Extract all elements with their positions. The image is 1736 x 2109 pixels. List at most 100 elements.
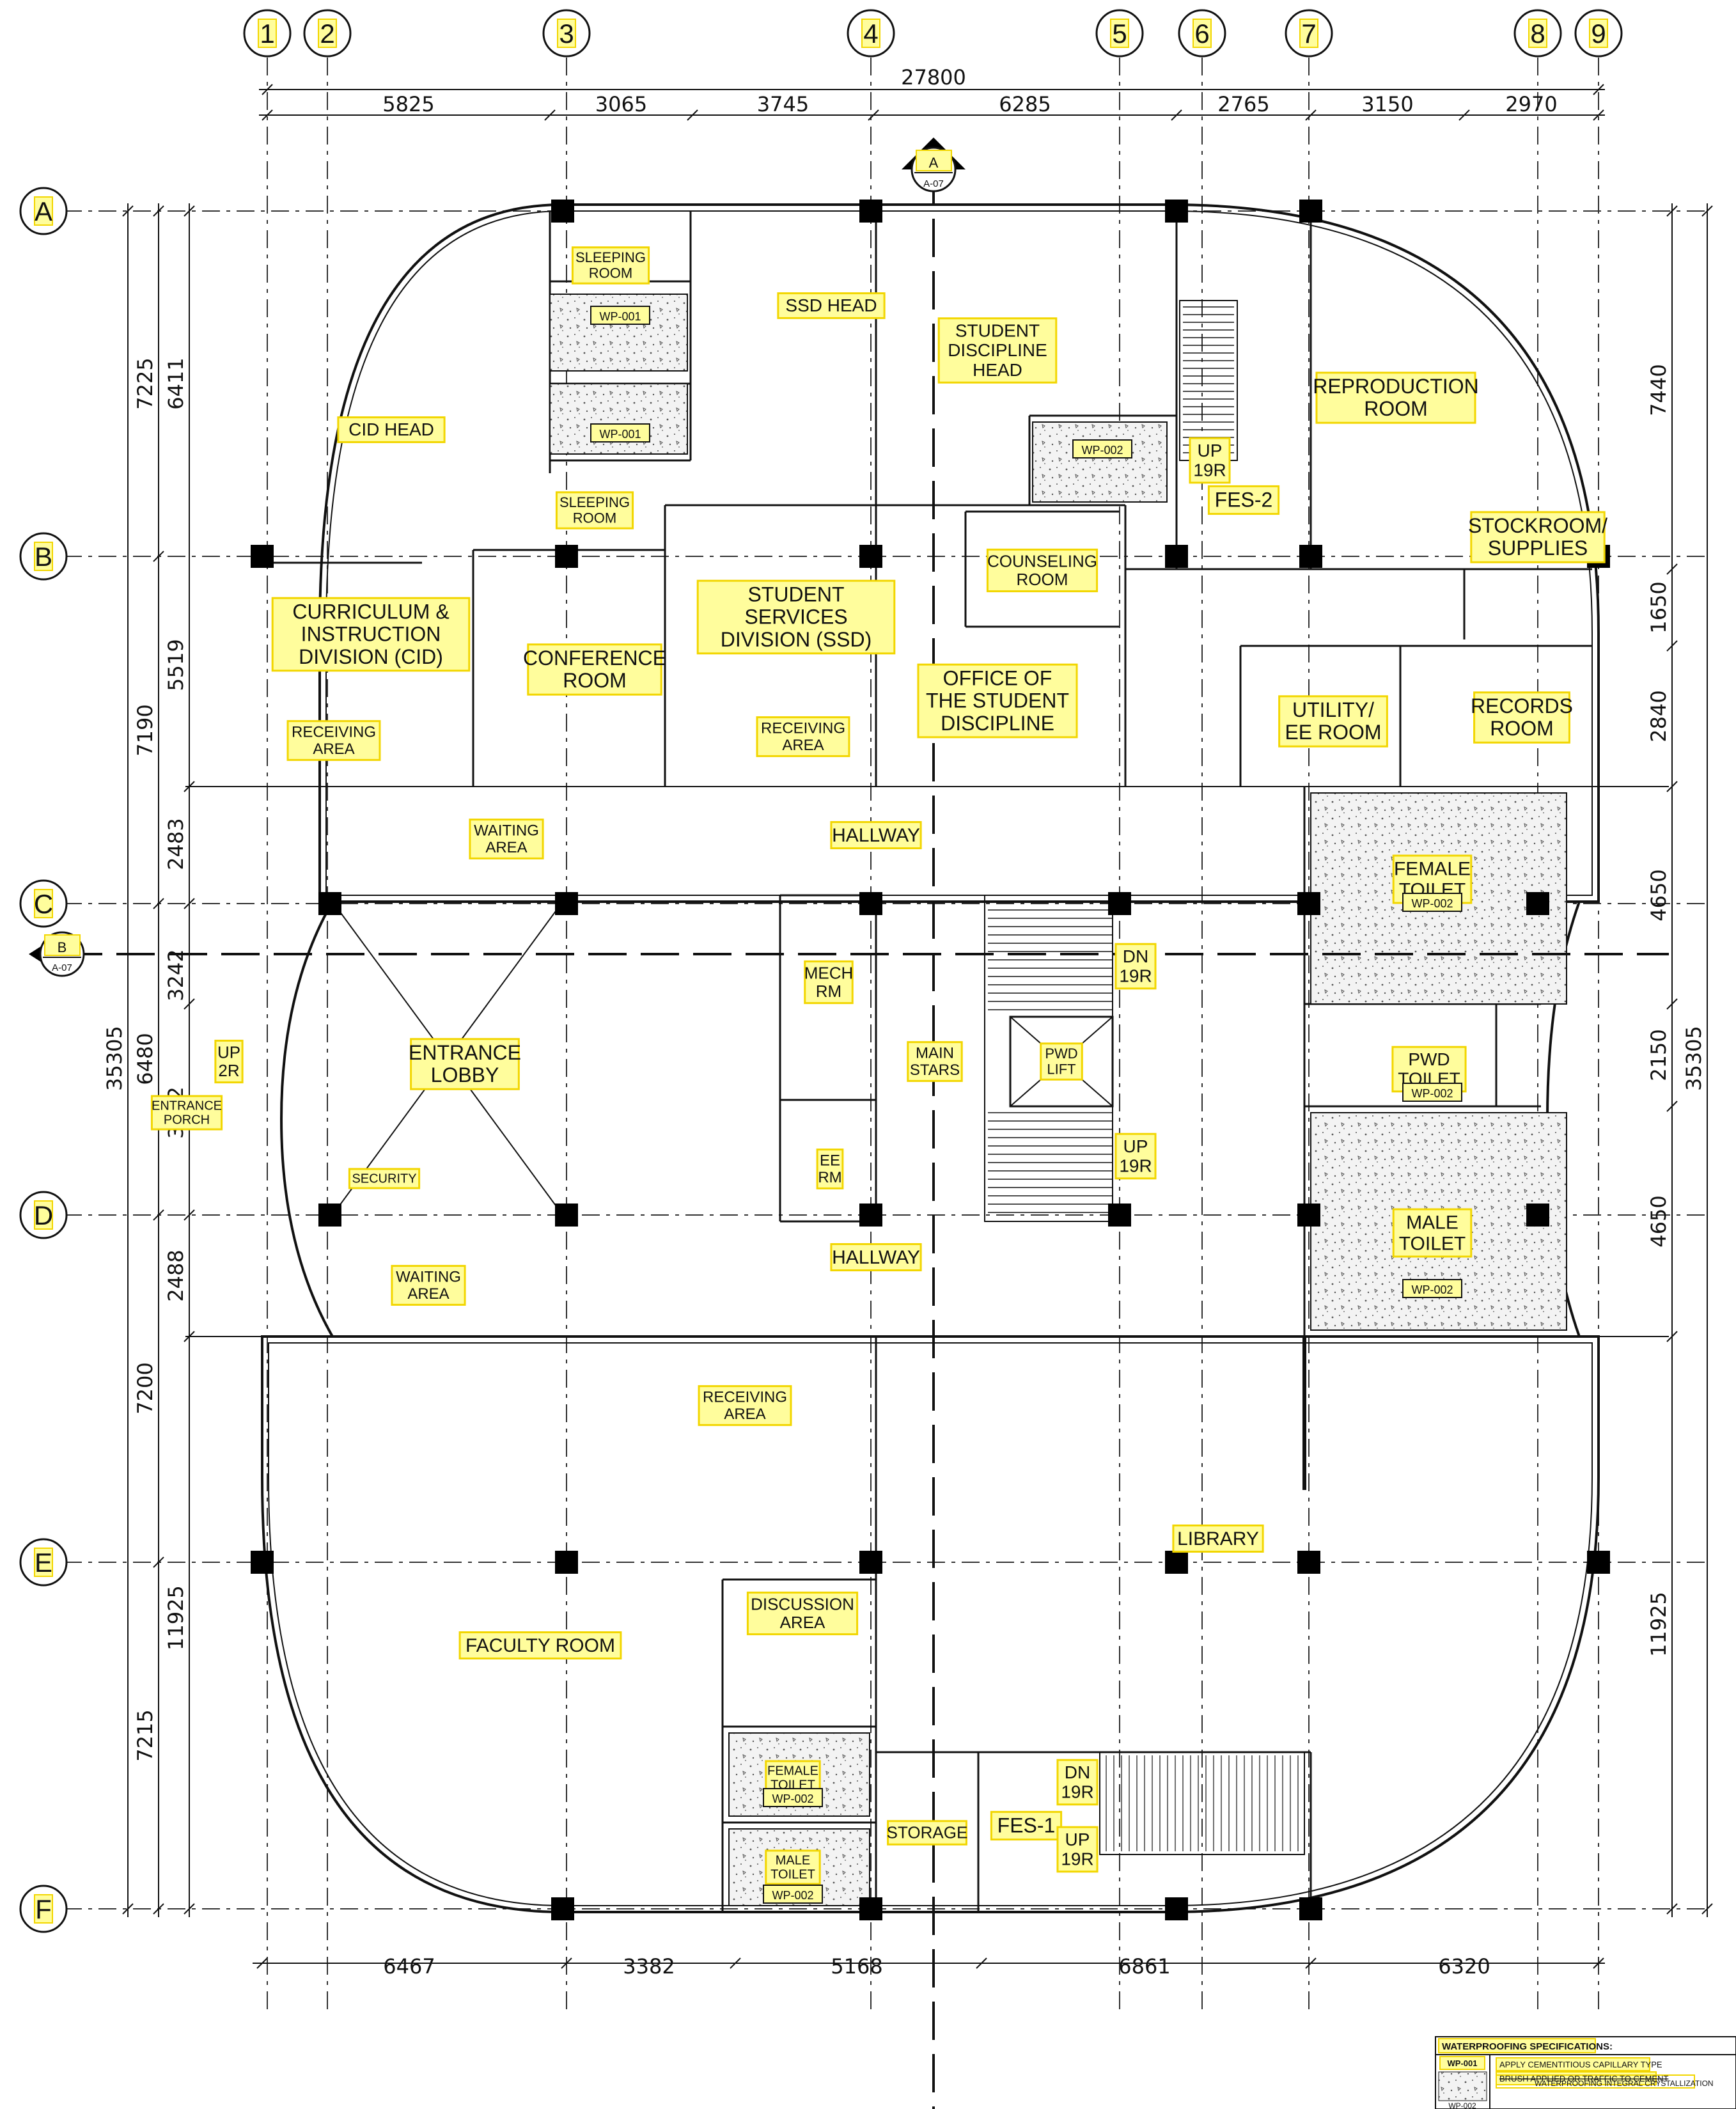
room-label-12-line-1: STUDENT bbox=[747, 583, 844, 606]
room-label-35: FACULTY ROOM bbox=[458, 1631, 622, 1659]
stair-note-3-line-2: 19R bbox=[1119, 1156, 1152, 1176]
grid-bubble-col-4-label: 4 bbox=[863, 19, 878, 49]
column-19 bbox=[859, 1203, 882, 1227]
legend-desc-1: APPLY CEMENTITIOUS CAPILLARY TYPE bbox=[1499, 2060, 1662, 2069]
room-label-2-line-1: SSD HEAD bbox=[785, 295, 877, 315]
room-label-9-line-1: COUNSELING bbox=[987, 551, 1097, 570]
room-label-16-line-2: AREA bbox=[313, 741, 354, 758]
dim-bottom-seg-1: 6467 bbox=[383, 1954, 435, 1979]
room-label-2: SSD HEAD bbox=[777, 292, 886, 319]
dim-bottom-seg-2: 3382 bbox=[623, 1954, 675, 1979]
room-label-31-line-1: HALLWAY bbox=[832, 1247, 920, 1268]
grid-bubble-row-D-label: D bbox=[34, 1200, 53, 1230]
legend-desc-2: BRUSH APPLIED OR TRAFFIC TO CEMENT bbox=[1499, 2074, 1668, 2083]
column-1 bbox=[551, 200, 574, 223]
column-16 bbox=[1526, 892, 1549, 915]
room-label-30-line-2: AREA bbox=[407, 1285, 449, 1303]
column-31 bbox=[1165, 1897, 1188, 1920]
room-label-15-line-2: ROOM bbox=[1490, 717, 1554, 740]
wp-tag-5-text: WP-002 bbox=[1411, 1087, 1453, 1100]
room-label-27-line-2: RM bbox=[818, 1169, 841, 1186]
column-4 bbox=[1299, 200, 1322, 223]
legend-code-1: WP-001 bbox=[1448, 2058, 1478, 2068]
column-17 bbox=[318, 1203, 341, 1227]
room-label-11-line-2: ROOM bbox=[563, 669, 627, 692]
grid-bubble-col-7-label: 7 bbox=[1301, 19, 1316, 49]
room-label-17-line-1: RECEIVING bbox=[761, 720, 845, 737]
room-label-8-line-1: STOCKROOM/ bbox=[1468, 514, 1607, 537]
room-label-33: LIBRARY bbox=[1172, 1525, 1264, 1553]
room-label-24-line-1: PWD bbox=[1045, 1046, 1077, 1062]
room-label-35-line-1: FACULTY ROOM bbox=[465, 1635, 615, 1656]
room-label-38: FES-1 bbox=[990, 1810, 1063, 1841]
grid-bubble-col-5-label: 5 bbox=[1112, 19, 1127, 49]
room-label-18-line-1: WAITING bbox=[474, 822, 539, 840]
dim-bottom-seg-3: 5168 bbox=[831, 1954, 882, 1979]
room-label-34-line-1: DISCUSSION bbox=[751, 1594, 854, 1613]
room-label-29-line-2: TOILET bbox=[1399, 1233, 1466, 1254]
column-29 bbox=[551, 1897, 574, 1920]
stair-note-6-line-2: 2R bbox=[218, 1061, 239, 1080]
grid-bubble-col-3-label: 3 bbox=[559, 19, 574, 49]
dim-right-seg-3: 2840 bbox=[1646, 690, 1671, 742]
grid-bubble-col-1: 1 bbox=[243, 9, 292, 58]
stair-note-2-line-1: DN bbox=[1123, 946, 1148, 966]
grid-bubble-col-9: 9 bbox=[1574, 9, 1623, 58]
legend-title: WATERPROOFING SPECIFICATIONS: bbox=[1442, 2041, 1613, 2052]
wp-tag-6: WP-002 bbox=[1402, 1279, 1462, 1298]
room-label-23-line-2: STARS bbox=[910, 1062, 960, 1079]
dim-left-mid-4: 7200 bbox=[133, 1362, 157, 1414]
room-label-1-line-2: ROOM bbox=[589, 265, 632, 281]
grid-bubble-col-2: 2 bbox=[303, 9, 352, 58]
column-13 bbox=[859, 892, 882, 915]
room-label-12-line-2: SERVICES bbox=[744, 606, 847, 629]
grid-bubble-row-C: C bbox=[19, 879, 68, 928]
stair-note-5-line-2: 19R bbox=[1061, 1849, 1093, 1869]
room-label-23-line-1: MAIN bbox=[916, 1045, 954, 1062]
dim-right-seg-5: 2150 bbox=[1646, 1029, 1671, 1081]
room-label-13-line-3: DISCIPLINE bbox=[941, 712, 1054, 735]
column-27 bbox=[1297, 1551, 1320, 1574]
dim-top-seg-2: 3065 bbox=[595, 92, 647, 116]
column-25 bbox=[859, 1551, 882, 1574]
grid-bubble-row-F-label: F bbox=[35, 1894, 52, 1924]
room-label-8-line-2: SUPPLIES bbox=[1488, 537, 1588, 560]
room-label-6-line-2: ROOM bbox=[573, 510, 616, 526]
room-label-22-line-2: LOBBY bbox=[431, 1063, 499, 1086]
grid-bubble-row-A-label: A bbox=[35, 196, 52, 226]
room-label-15-line-1: RECORDS bbox=[1471, 694, 1573, 717]
room-label-14-line-1: UTILITY/ bbox=[1292, 698, 1374, 721]
room-label-20-line-1: FEMALE bbox=[1394, 858, 1471, 879]
column-5 bbox=[251, 545, 274, 568]
grid-bubble-col-8: 8 bbox=[1513, 9, 1562, 58]
room-label-27-line-1: EE bbox=[820, 1152, 840, 1170]
column-15 bbox=[1297, 892, 1320, 915]
wp-tag-8-text: WP-002 bbox=[772, 1889, 813, 1902]
grid-bubble-col-4: 4 bbox=[847, 9, 895, 58]
section-marker-b-letter: B bbox=[58, 939, 67, 955]
room-label-10-line-3: DIVISION (CID) bbox=[299, 645, 443, 668]
grid-bubble-row-B: B bbox=[19, 532, 68, 581]
stair-note-4-line-2: 19R bbox=[1061, 1782, 1093, 1802]
grid-bubble-col-7: 7 bbox=[1285, 9, 1333, 58]
room-label-22-line-1: ENTRANCE bbox=[409, 1041, 521, 1064]
room-label-12-line-3: DIVISION (SSD) bbox=[721, 628, 872, 651]
dim-left-mid-2: 7190 bbox=[133, 704, 157, 756]
room-label-18-line-2: AREA bbox=[485, 839, 527, 856]
column-14 bbox=[1108, 892, 1131, 915]
section-marker-a-sheet: A-07 bbox=[923, 178, 944, 189]
dim-left-inner-3: 2483 bbox=[164, 818, 188, 870]
